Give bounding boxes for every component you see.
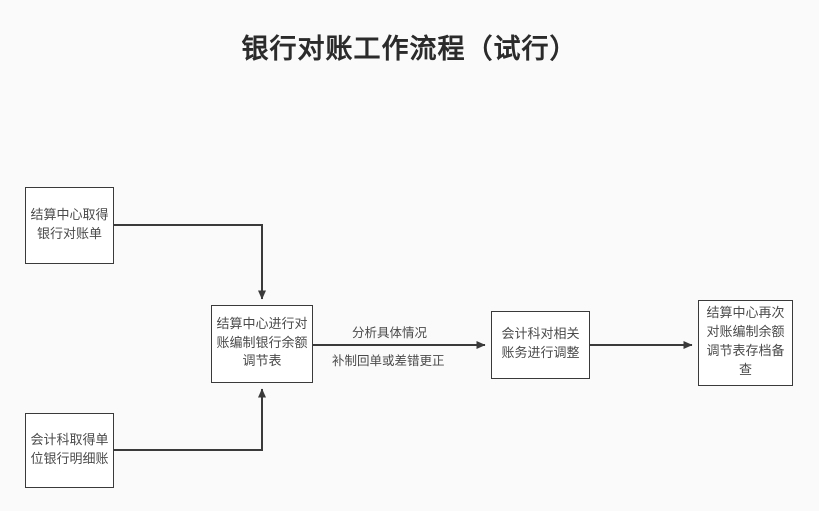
edge-label-analyze-situation: 分析具体情况 xyxy=(352,325,428,340)
node-label: 结算中心取得银行对账单 xyxy=(30,207,109,242)
flowchart-node-collect-ledger[interactable]: 会计科取得单位银行明细账 xyxy=(25,413,114,488)
node-label: 结算中心进行对账编制银行余额调节表 xyxy=(216,316,308,370)
node-label: 会计科对相关账务进行调整 xyxy=(501,327,580,361)
edge-label-correct-errors: 补制回单或差错更正 xyxy=(332,353,445,368)
flowchart-node-reconcile-prepare[interactable]: 结算中心进行对账编制银行余额调节表 xyxy=(211,305,313,383)
node-label: 会计科取得单位银行明细账 xyxy=(30,432,109,467)
flowchart-node-archive-final[interactable]: 结算中心再次对账编制余额调节表存档备查 xyxy=(698,300,793,386)
page-title: 银行对账工作流程（试行） xyxy=(241,34,578,65)
connector-ledger-to-reconcile xyxy=(114,388,266,451)
flowchart-node-collect-statement[interactable]: 结算中心取得银行对账单 xyxy=(25,187,114,264)
node-label: 结算中心再次对账编制余额调节表存档备查 xyxy=(706,306,785,378)
flowchart-node-adjust-accounts[interactable]: 会计科对相关账务进行调整 xyxy=(491,311,590,379)
connector-statement-to-reconcile xyxy=(114,224,266,300)
